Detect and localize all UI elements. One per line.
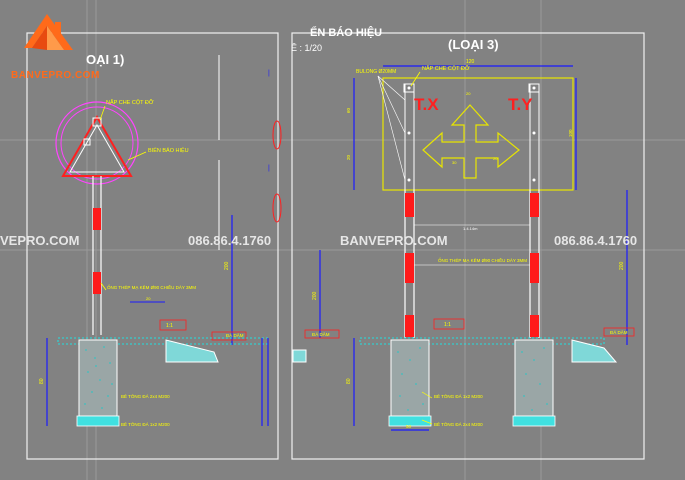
svg-text:|: |	[268, 70, 270, 77]
house-roof-icon	[24, 14, 73, 50]
dim-80-right: 80	[346, 378, 352, 384]
watermark-brand-left: VEPRO.COM	[0, 233, 79, 248]
svg-text:20: 20	[466, 91, 471, 96]
concrete-dots-left	[84, 346, 113, 409]
annot-sign-board: BIỂN BÁO HIỆU	[148, 146, 189, 154]
gravel-right: ĐÁ DĂM	[610, 329, 628, 335]
direction-arrow-icon	[422, 104, 520, 179]
annot-concrete1: BÊ TÔNG ĐÁ 2x4 M200	[121, 392, 170, 399]
slope-right: 1:1	[444, 322, 451, 328]
type3-label: (LOẠI 3)	[448, 37, 499, 52]
annot-concrete4: BÊ TÔNG ĐÁ 2x4 M200	[434, 420, 483, 427]
annot-pipe-right: ỐNG THÉP MẠ KẼM Ø90 CHIỀU DÀY 3MM	[438, 257, 527, 263]
sign-board-type3	[382, 77, 574, 191]
watermark-phone-left: 086.86.4.1760	[188, 233, 271, 248]
dim-200-right: 200	[619, 261, 625, 270]
sign-text-tx: T.X	[414, 95, 439, 114]
gravel-left: ĐÁ DĂM	[226, 332, 244, 338]
svg-text:30: 30	[452, 160, 457, 165]
foundation-right: 80 50	[292, 337, 618, 431]
sign-type3: 120 T.X T.Y 20 30 20 60 20 100	[312, 59, 628, 345]
annot-pipe-left: ỐNG THÉP MẠ KẼM Ø90 CHIỀU DÀY 3MM	[107, 284, 196, 290]
sign-text-ty: T.Y	[508, 95, 533, 114]
svg-text:|: |	[268, 165, 270, 172]
annot-cap-left: NẮP CHE CỘT ĐỠ	[106, 98, 154, 106]
annot-concrete2: BÊ TÔNG ĐÁ 1x2 M200	[121, 420, 170, 427]
slope-left: 1:1	[166, 323, 173, 329]
annot-bolt: BULONG Ø20MM	[356, 69, 396, 75]
foundation-left: 80	[39, 337, 269, 427]
watermark-band: VEPRO.COM 086.86.4.1760 BANVEPRO.COM 086…	[0, 233, 637, 248]
dim-50: 50	[406, 424, 412, 429]
logo-text: BANVEPRO.COM	[11, 70, 100, 81]
warning-triangle-icon	[61, 114, 133, 177]
dim-100: 100	[568, 129, 573, 137]
watermark-brand-mid: BANVEPRO.COM	[340, 233, 448, 248]
annot-concrete3: BÊ TÔNG ĐÁ 1x2 M200	[434, 392, 483, 399]
title-top: ỂN BÁO HIỆU	[310, 26, 382, 39]
gravel-mound-right	[571, 339, 618, 363]
annot-cap-right: NẮP CHE CỘT ĐỠ	[422, 64, 470, 72]
outer-ring	[55, 101, 139, 185]
dim-80-left: 80	[39, 378, 45, 384]
dim-200-left: 200	[224, 261, 230, 270]
dim-140: 1.4.14m	[463, 226, 478, 231]
type1-label: OẠI 1)	[86, 52, 124, 67]
svg-text:200: 200	[312, 291, 318, 300]
scale-label: Ê : 1/20	[291, 43, 322, 53]
drawing-frames	[26, 32, 645, 460]
svg-text:ĐÁ DĂM: ĐÁ DĂM	[312, 331, 330, 337]
dim-60: 60	[346, 107, 351, 113]
dim-20: 20	[346, 154, 351, 160]
inner-ring	[60, 106, 134, 180]
gravel-mound-left	[165, 339, 219, 363]
svg-text:20: 20	[146, 296, 151, 301]
sign-type1: 200 | |	[55, 55, 282, 345]
svg-text:20: 20	[493, 156, 498, 161]
watermark-phone-right: 086.86.4.1760	[554, 233, 637, 248]
dim-top: 120	[466, 59, 475, 65]
